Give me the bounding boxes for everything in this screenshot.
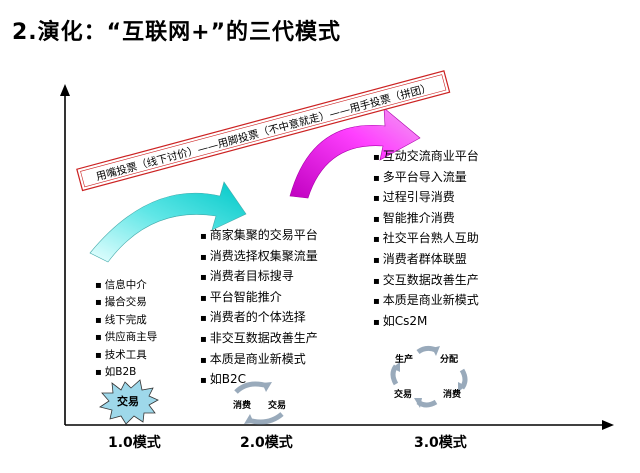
banner-box-inner bbox=[80, 74, 447, 188]
stage-1-item: 如B2B bbox=[95, 364, 157, 381]
stage-2-list: 商家集聚的交易平台 消费选择权集聚流量 消费者目标搜寻 平台智能推介 消费者的个… bbox=[200, 226, 318, 391]
badge-text: 交易 bbox=[117, 394, 139, 408]
stage-2-item: 消费选择权集聚流量 bbox=[200, 247, 318, 268]
banner-box-outer bbox=[76, 70, 451, 192]
stage-1-item: 撮合交易 bbox=[95, 294, 157, 311]
cycle-3-label-distribute: 分配 bbox=[440, 355, 459, 365]
arrow-2-to-3 bbox=[289, 107, 421, 199]
stage-3-item: 互动交流商业平台 bbox=[373, 147, 479, 168]
stage-1-list: 信息中介 撮合交易 线下完成 供应商主导 技术工具 如B2B bbox=[95, 277, 158, 381]
stage-3-item: 交互数据改善生产 bbox=[373, 271, 479, 292]
stage-3-item: 过程引导消费 bbox=[373, 188, 479, 209]
cycle-2-label-consume: 消费 bbox=[233, 401, 252, 411]
x-axis-arrowhead bbox=[602, 420, 614, 430]
slide-title: 2.演化：“互联网+”的三代模式 bbox=[12, 14, 341, 46]
stage-2-label: 2.0模式 bbox=[240, 435, 293, 451]
stage-2-item: 商家集聚的交易平台 bbox=[200, 226, 318, 247]
stage-3-item: 多平台导入流量 bbox=[373, 168, 479, 189]
stage-1-label: 1.0模式 bbox=[108, 435, 161, 451]
stage-2-item: 非交互数据改善生产 bbox=[200, 329, 318, 350]
cycle-3-label-produce: 生产 bbox=[395, 355, 414, 365]
axes bbox=[60, 84, 614, 430]
y-axis-arrowhead bbox=[60, 84, 70, 96]
stage-1-item: 线下完成 bbox=[95, 312, 157, 329]
stage-3-item: 社交平台熟人互助 bbox=[373, 229, 479, 250]
stage-2-item: 如B2C bbox=[200, 370, 318, 391]
arrow-1-to-2 bbox=[89, 181, 247, 263]
stage-2-item: 消费者目标搜寻 bbox=[200, 267, 318, 288]
stage-2-item: 消费者的个体选择 bbox=[200, 308, 318, 329]
stage-3-item: 如Cs2M bbox=[373, 312, 479, 333]
cycle-2-label-trade: 交易 bbox=[268, 401, 287, 411]
stage-1-item: 技术工具 bbox=[95, 347, 157, 364]
stage-2-item: 平台智能推介 bbox=[200, 288, 318, 309]
stage-1-item: 信息中介 bbox=[95, 277, 157, 294]
cycle-3-label-trade: 交易 bbox=[394, 390, 413, 400]
title-main: “互联网+”的三代模式 bbox=[106, 20, 342, 45]
stage-2-item: 本质是商业新模式 bbox=[200, 350, 318, 371]
cycle-3-label-consume: 消费 bbox=[443, 390, 462, 400]
cycle-3-arrows bbox=[390, 345, 468, 408]
stage-3-list: 互动交流商业平台 多平台导入流量 过程引导消费 智能推介消费 社交平台熟人互助 … bbox=[373, 147, 479, 332]
stage-1-item: 供应商主导 bbox=[95, 329, 158, 346]
title-prefix: 2.演化： bbox=[12, 20, 107, 45]
stage-3-item: 智能推介消费 bbox=[373, 209, 479, 230]
stage-3-label: 3.0模式 bbox=[414, 435, 467, 451]
badge-starburst bbox=[99, 379, 159, 425]
stage-3-item: 消费者群体联盟 bbox=[373, 250, 479, 271]
stage-3-item: 本质是商业新模式 bbox=[373, 291, 479, 312]
